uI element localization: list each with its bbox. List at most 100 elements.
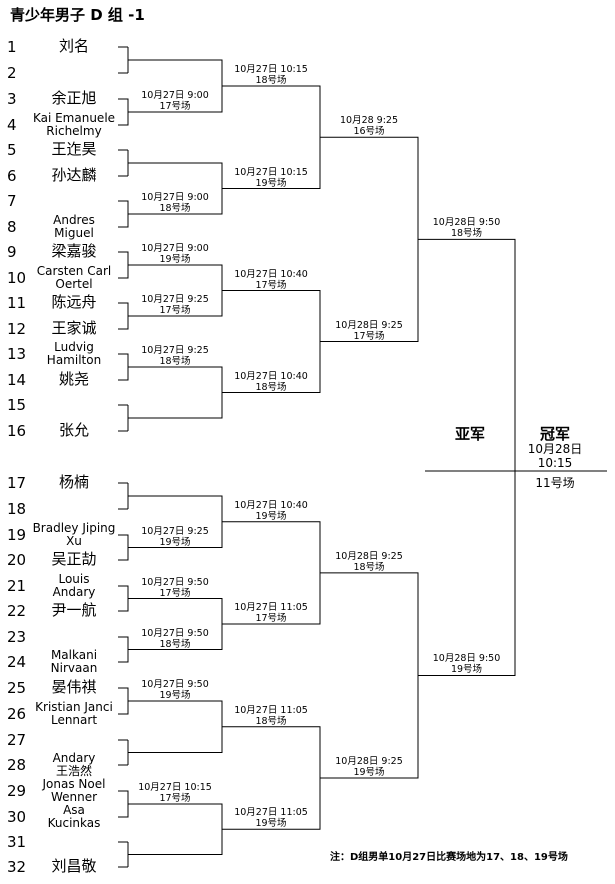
- bracket-line: [418, 238, 516, 676]
- match-court: 17号场: [353, 330, 385, 342]
- seed-number: 3: [7, 90, 17, 108]
- match-court: 17号场: [159, 793, 191, 804]
- match-court: 17号场: [159, 305, 191, 316]
- match-court: 18号场: [159, 203, 191, 214]
- player-name: 尹一航: [51, 601, 97, 619]
- seed-number: 23: [7, 628, 27, 646]
- seed-number: 19: [7, 526, 27, 544]
- final-court: 11号场: [535, 476, 575, 490]
- match-time: 10月27日 10:40: [234, 370, 308, 382]
- match-time: 10月28日 9:25: [335, 550, 403, 562]
- bracket-line: [128, 366, 223, 419]
- match-court: 17号场: [255, 279, 287, 291]
- seed-number: 17: [7, 474, 27, 492]
- player-name: 余正旭: [51, 89, 97, 107]
- bracket-line: [320, 136, 419, 342]
- match-court: 19号场: [353, 767, 385, 778]
- match-time: 10月27日 10:40: [234, 499, 308, 511]
- player-name: 吴正劼: [51, 550, 97, 568]
- match-court: 18号场: [255, 381, 287, 393]
- final-date: 10月28日: [527, 442, 583, 456]
- match-court: 18号场: [255, 75, 287, 86]
- match-time: 10月27日 9:25: [141, 525, 209, 537]
- player-name: 刘昌敬: [51, 857, 97, 875]
- match-court: 17号场: [255, 613, 287, 624]
- match-court: 19号场: [255, 510, 287, 522]
- seed-number: 9: [7, 243, 17, 261]
- seed-number: 4: [7, 116, 17, 134]
- match-time: 10月27日 9:00: [141, 192, 209, 203]
- player-name: 孙达麟: [51, 166, 97, 184]
- match-time: 10月27日 9:00: [141, 90, 209, 101]
- match-court: 16号场: [353, 126, 385, 138]
- champion-label: 冠军: [539, 425, 570, 443]
- seed-number: 13: [7, 345, 27, 363]
- bracket-line: [320, 572, 419, 779]
- seed-number: 27: [7, 731, 27, 749]
- seed-number: 7: [7, 192, 17, 210]
- seed-number: 21: [7, 577, 27, 595]
- final-time: 10:15: [537, 456, 573, 470]
- match-time: 10月27日 9:50: [141, 576, 209, 588]
- match-court: 19号场: [159, 690, 191, 701]
- match-court: 18号场: [353, 561, 385, 573]
- seed-number: 31: [7, 833, 27, 851]
- match-court: 19号场: [255, 177, 287, 189]
- match-court: 18号场: [159, 638, 191, 650]
- match-time: 10月27日 10:15: [234, 64, 308, 75]
- bracket-title: 青少年男子 D 组 -1: [10, 6, 145, 24]
- seed-number: 29: [7, 782, 27, 800]
- seed-number: 24: [7, 653, 27, 671]
- match-time: 10月27日 9:25: [141, 294, 209, 305]
- seed-number: 12: [7, 320, 27, 338]
- player-name: 梁嘉骏: [51, 242, 97, 260]
- match-court: 19号场: [159, 254, 191, 265]
- match-court: 19号场: [159, 536, 191, 548]
- seed-number: 20: [7, 551, 27, 569]
- match-court: 17号场: [159, 101, 191, 112]
- match-time: 10月28日 9:50: [432, 653, 501, 665]
- match-time: 10月27日 10:40: [234, 268, 308, 280]
- match-time: 10月27日 10:15: [234, 166, 308, 178]
- seed-number: 16: [7, 422, 27, 440]
- seed-number: 2: [7, 64, 17, 82]
- match-court: 18号场: [159, 356, 191, 367]
- seed-number: 10: [7, 269, 27, 287]
- player-name: 刘名: [58, 37, 89, 55]
- seed-number: 22: [7, 602, 27, 620]
- match-time: 10月27日 9:25: [141, 345, 209, 356]
- match-court: 18号场: [450, 228, 483, 240]
- seed-number: 8: [7, 218, 17, 236]
- match-time: 10月27日 11:05: [234, 602, 308, 613]
- seed-number: 25: [7, 679, 27, 697]
- match-time: 10月27日 9:00: [141, 243, 209, 254]
- match-court: 19号场: [255, 818, 287, 830]
- match-court: 19号场: [450, 664, 483, 676]
- match-time: 10月27日 9:50: [141, 679, 209, 690]
- seed-number: 15: [7, 396, 27, 414]
